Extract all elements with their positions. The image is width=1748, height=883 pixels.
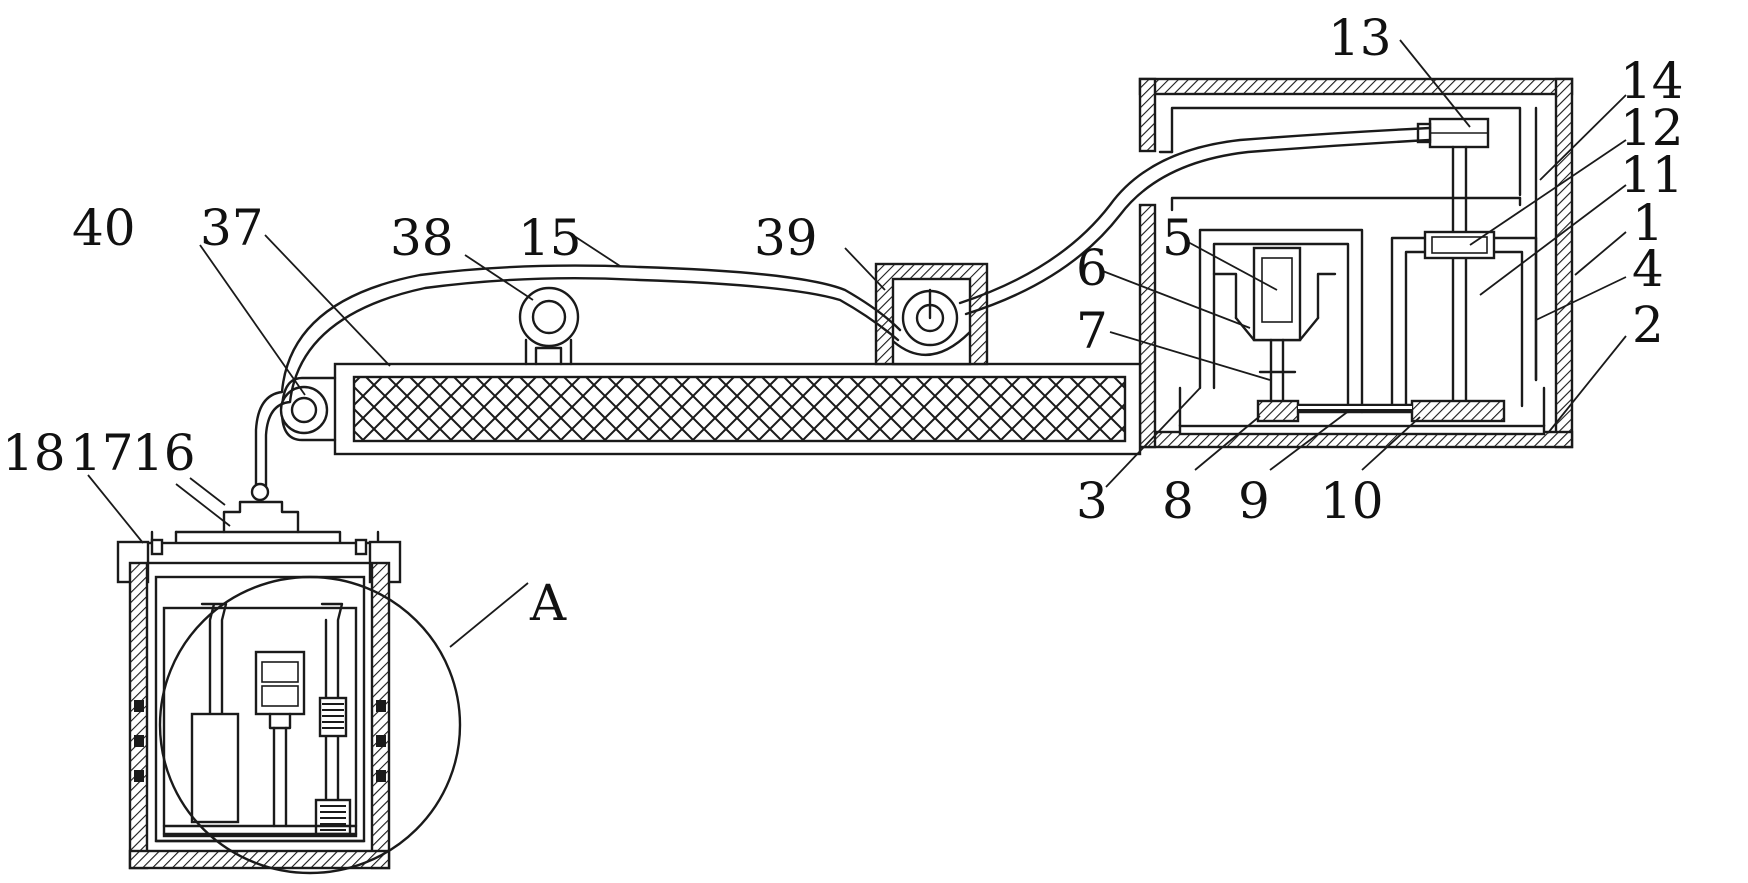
label-15: 15	[518, 209, 582, 267]
arm-37	[333, 362, 1142, 456]
label-38: 38	[390, 209, 454, 267]
label-40: 40	[72, 199, 136, 257]
winch-39	[874, 262, 989, 366]
label-14: 14	[1620, 52, 1684, 110]
label-17: 17	[70, 424, 134, 482]
housing-base	[1178, 386, 1546, 428]
label-5: 5	[1162, 209, 1194, 267]
right-housing	[1138, 77, 1574, 449]
pulley-40	[279, 376, 337, 442]
label-16: 16	[132, 424, 196, 482]
label-9: 9	[1238, 472, 1270, 530]
cable-15	[254, 126, 1432, 488]
label-a: A	[529, 574, 567, 632]
label-1: 1	[1632, 194, 1664, 252]
label-39: 39	[754, 209, 818, 267]
detail-circle-a	[158, 575, 462, 875]
part-labels: 13 14 12 11 1 4 2 6 5 7 3 8 9 10 40 37 3…	[2, 9, 1684, 632]
label-3: 3	[1076, 472, 1108, 530]
label-8: 8	[1162, 472, 1194, 530]
label-10: 10	[1320, 472, 1384, 530]
label-11: 11	[1620, 146, 1684, 204]
label-7: 7	[1076, 302, 1108, 360]
leader-lines	[87, 39, 1627, 648]
label-4: 4	[1632, 240, 1664, 298]
pulley-38	[518, 286, 580, 366]
label-13: 13	[1328, 9, 1392, 67]
label-6: 6	[1076, 239, 1108, 297]
label-18: 18	[2, 424, 66, 482]
clamp-assembly	[1198, 228, 1364, 414]
label-2: 2	[1632, 296, 1664, 354]
inner-frame	[1390, 230, 1538, 408]
label-12: 12	[1620, 99, 1684, 157]
motor-13	[1416, 117, 1490, 408]
container	[116, 482, 402, 870]
label-37: 37	[200, 199, 264, 257]
gear-train	[1178, 399, 1546, 436]
